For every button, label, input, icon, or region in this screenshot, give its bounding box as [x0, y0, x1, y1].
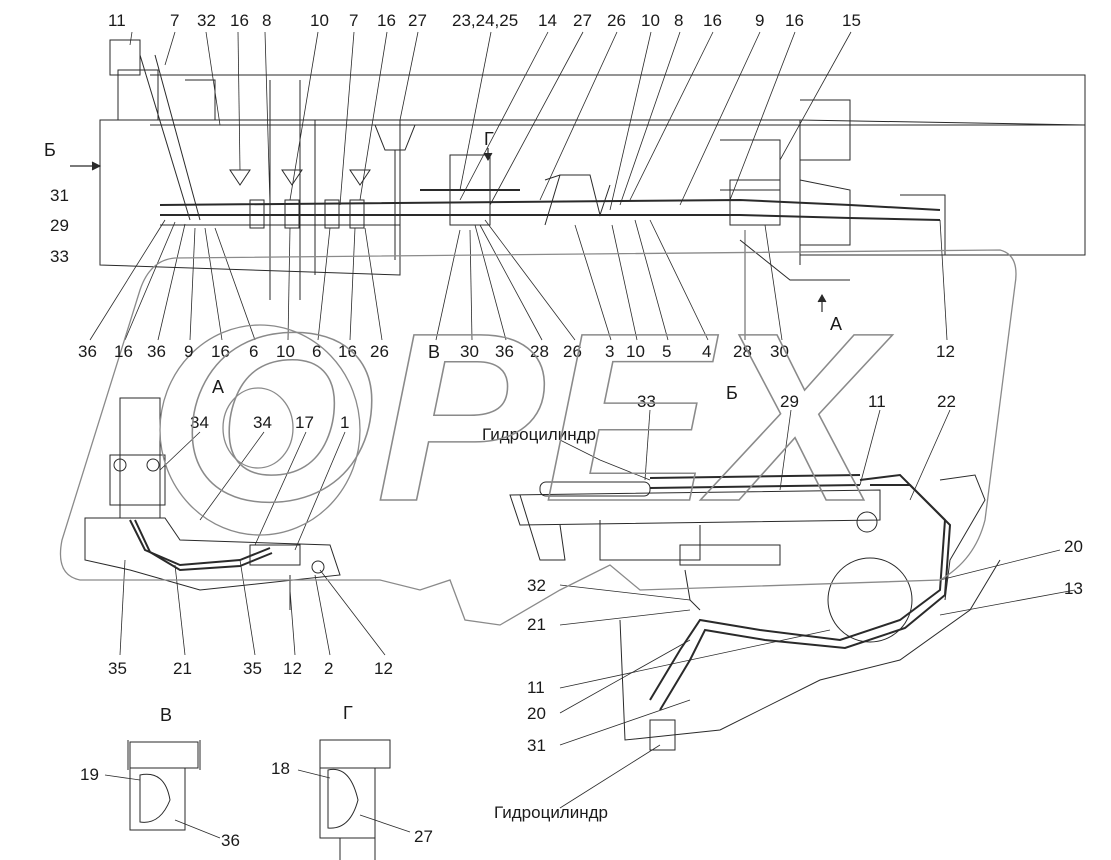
callout-2: 2 — [324, 659, 334, 678]
callout-9: 9 — [184, 342, 194, 361]
callout-22: 22 — [937, 392, 956, 411]
callout-1: 1 — [340, 413, 350, 432]
callout-10: 10 — [641, 11, 660, 30]
callout-35: 35 — [243, 659, 262, 678]
callout-7: 7 — [349, 11, 359, 30]
callout-31: 31 — [527, 736, 546, 755]
callout-30: 30 — [460, 342, 479, 361]
view-a-title: А — [212, 377, 225, 397]
callout-10: 10 — [626, 342, 645, 361]
callout-36: 36 — [495, 342, 514, 361]
callout-27: 27 — [414, 827, 433, 846]
callout-21: 21 — [173, 659, 192, 678]
callout-20: 20 — [527, 704, 546, 723]
callout-36: 36 — [78, 342, 97, 361]
callout-31: 31 — [50, 186, 69, 205]
callout-11: 11 — [868, 392, 886, 411]
callout-5: 5 — [662, 342, 672, 361]
callout-33: 33 — [50, 247, 69, 266]
callout-20: 20 — [1064, 537, 1083, 556]
callout-17: 17 — [295, 413, 314, 432]
callout-29: 29 — [780, 392, 799, 411]
callout-11: 11 — [527, 678, 545, 697]
callout-36: 36 — [147, 342, 166, 361]
callout-12: 12 — [936, 342, 955, 361]
callout-7: 7 — [170, 11, 180, 30]
callout-18: 18 — [271, 759, 290, 778]
callout-26: 26 — [563, 342, 582, 361]
watermark-text: OPEX — [180, 283, 894, 551]
callout-32: 32 — [197, 11, 216, 30]
callout-36: 36 — [221, 831, 240, 850]
callout-19: 19 — [80, 765, 99, 784]
callout-4: 4 — [702, 342, 712, 361]
callout-30: 30 — [770, 342, 789, 361]
callout-16: 16 — [114, 342, 133, 361]
callout-35: 35 — [108, 659, 127, 678]
callout-3: 3 — [605, 342, 615, 361]
callout-8: 8 — [262, 11, 272, 30]
callout-16: 16 — [703, 11, 722, 30]
callout-16: 16 — [785, 11, 804, 30]
callout-10: 10 — [310, 11, 329, 30]
hydraulic-cylinder-label: Гидроцилиндр — [482, 425, 596, 444]
callout-8: 8 — [674, 11, 684, 30]
callout-27: 27 — [408, 11, 427, 30]
watermark-outline — [59, 249, 1017, 626]
callout-27: 27 — [573, 11, 592, 30]
callout-32: 32 — [527, 576, 546, 595]
callout-16: 16 — [230, 11, 249, 30]
view-b-title: Б — [726, 383, 738, 403]
callout-10: 10 — [276, 342, 295, 361]
callout-29: 29 — [50, 216, 69, 235]
callout-13: 13 — [1064, 579, 1083, 598]
callout-14: 14 — [538, 11, 557, 30]
callout-26: 26 — [607, 11, 626, 30]
view-b-marker: Б — [44, 140, 56, 160]
view-a-marker: А — [830, 314, 843, 334]
callout-6: 6 — [249, 342, 259, 361]
callout-16: 16 — [211, 342, 230, 361]
view-v-marker: В — [428, 342, 441, 362]
callout-34: 34 — [253, 413, 272, 432]
callout-21: 21 — [527, 615, 546, 634]
view-g-title: Г — [343, 703, 353, 723]
callout-28: 28 — [530, 342, 549, 361]
callout-26: 26 — [370, 342, 389, 361]
view-v-title: В — [160, 705, 173, 725]
callout-12: 12 — [374, 659, 393, 678]
hydraulic-cylinder-label: Гидроцилиндр — [494, 803, 608, 822]
callout-11: 11 — [108, 11, 126, 30]
callout-12: 12 — [283, 659, 302, 678]
callout-34: 34 — [190, 413, 209, 432]
callout-9: 9 — [755, 11, 765, 30]
callout-16: 16 — [377, 11, 396, 30]
callout-16: 16 — [338, 342, 357, 361]
callout-23-24-25: 23,24,25 — [452, 11, 519, 30]
callout-28: 28 — [733, 342, 752, 361]
view-g-marker: Г — [484, 129, 494, 149]
callout-6: 6 — [312, 342, 322, 361]
callout-15: 15 — [842, 11, 861, 30]
callout-33: 33 — [637, 392, 656, 411]
